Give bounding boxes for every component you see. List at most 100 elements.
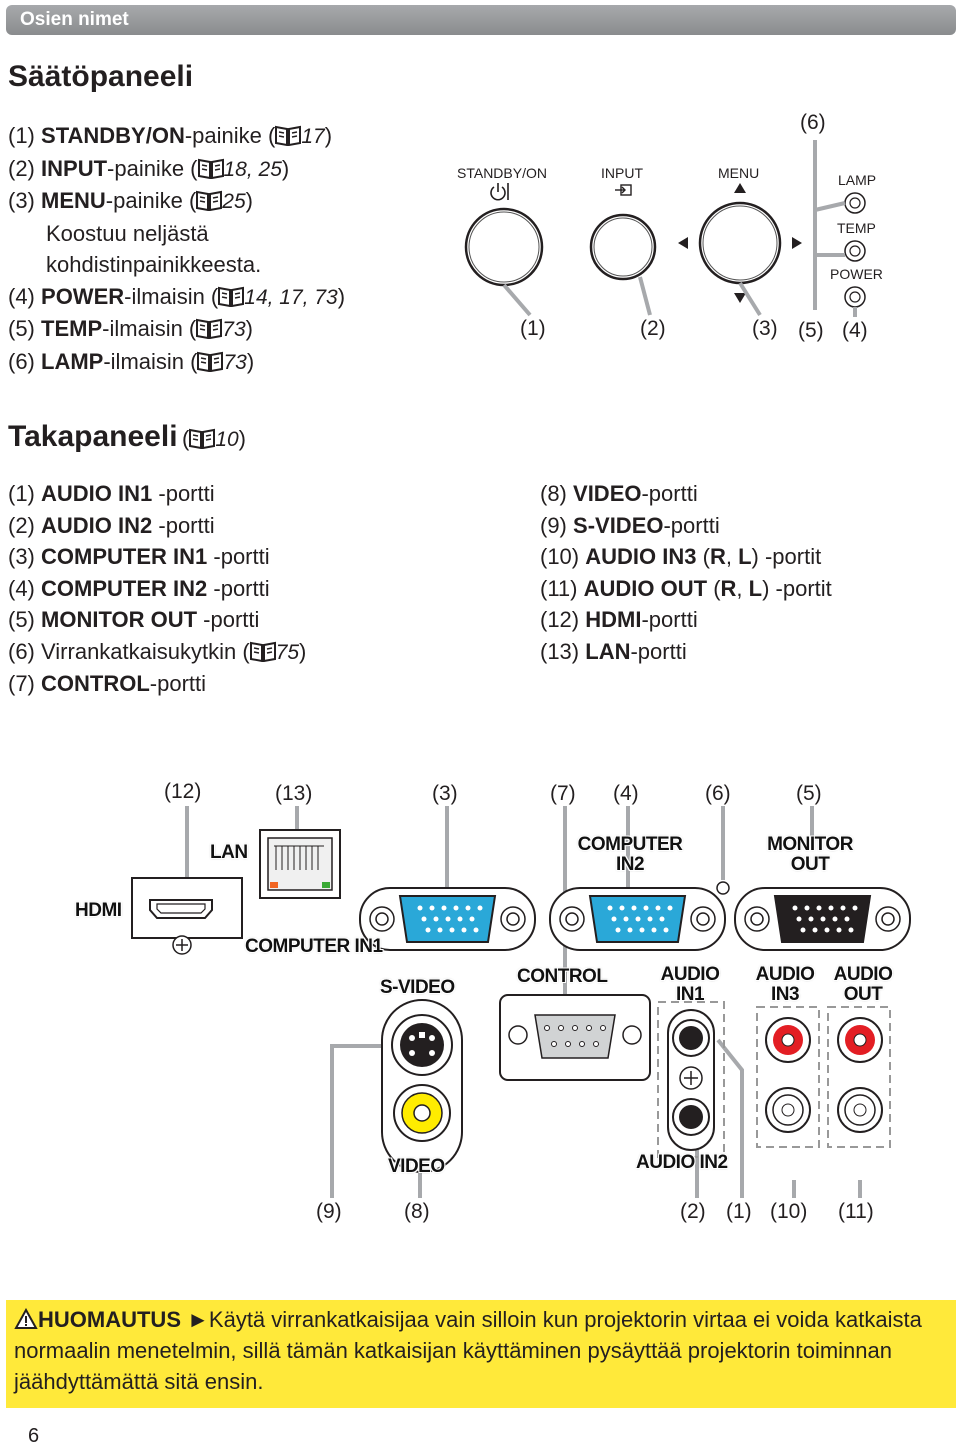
item-name: AUDIO OUT: [583, 575, 708, 601]
item-text: (: [696, 544, 710, 569]
item-close: ): [281, 155, 290, 181]
input-button: [589, 213, 657, 281]
item-page-ref: 73: [223, 350, 247, 374]
audio-screw-icon: [679, 1066, 703, 1090]
callout-5: (5): [798, 319, 824, 342]
item-name: L: [748, 575, 763, 601]
audio-out-l-port: [837, 1087, 883, 1133]
item-number: (3): [8, 188, 35, 213]
item-number: (10): [540, 544, 580, 569]
audio-in2-label: AUDIO IN2: [636, 1152, 728, 1173]
s-video-label: S-VIDEO: [380, 977, 455, 998]
manual-page-icon: [198, 157, 224, 179]
item-name: MONITOR OUT: [41, 607, 198, 632]
item-number: (5): [8, 316, 35, 341]
caution-text: Käytä virrankatkaisijaa vain silloin kun…: [14, 1307, 922, 1394]
manual-page-icon: [196, 317, 222, 339]
item-number: (4): [8, 283, 35, 309]
rear-panel-item: (7) CONTROL-portti: [8, 668, 306, 700]
control-panel-item: (4) POWER-ilmaisin (14, 17, 73): [8, 281, 345, 314]
item-number: (13): [540, 638, 580, 664]
rear-callout-6: (6): [705, 782, 731, 805]
video-label: VIDEO: [388, 1156, 445, 1177]
item-number: (12): [540, 607, 580, 632]
item-number: (5): [8, 607, 35, 632]
callout-1: (1): [520, 317, 546, 340]
item-name: INPUT: [41, 155, 108, 181]
video-port: [393, 1084, 451, 1142]
item-name: MENU: [41, 188, 106, 213]
manual-page-icon: [250, 640, 276, 662]
lan-led-orange: [270, 882, 278, 888]
item-text: kohdistinpainikkeesta.: [46, 252, 262, 277]
item-text: -painike (: [105, 188, 197, 213]
hdmi-screw-icon: [172, 935, 192, 955]
item-name: LAMP: [41, 348, 104, 374]
item-text: -portti: [197, 607, 260, 632]
vga-pins: [417, 905, 858, 933]
lamp-indicator: [844, 192, 866, 214]
item-name: STANDBY/ON: [41, 123, 185, 148]
audio-in3-l-port: [765, 1087, 811, 1133]
warning-triangle-icon: [14, 1307, 38, 1329]
hdmi-port-inner: [156, 903, 206, 914]
computer-in2-label: COMPUTER IN2: [577, 834, 683, 875]
hdmi-label: HDMI: [75, 900, 122, 921]
item-name: R: [720, 575, 737, 601]
item-text: -portti: [152, 512, 215, 538]
caution-text-block: HUOMAUTUS ►Käytä virrankatkaisijaa vain …: [14, 1304, 944, 1397]
item-text: -painike (: [184, 123, 276, 148]
rear-panel-item: (1) AUDIO IN1 -portti: [8, 478, 306, 510]
item-text: -portti: [663, 512, 720, 538]
item-name: POWER: [41, 283, 125, 309]
audio-in1-port: [672, 1019, 710, 1057]
item-number: (8): [540, 481, 567, 506]
item-number: (3): [8, 544, 35, 569]
cursor-down-icon: [734, 293, 746, 303]
lan-port-pins: [274, 845, 324, 870]
item-text: -portti: [152, 481, 215, 506]
item-close: ): [299, 638, 307, 664]
audio-in2-port: [672, 1098, 710, 1136]
power-indicator: [844, 286, 866, 308]
item-number: (1): [8, 123, 35, 148]
rear-panel-ref-close: ): [238, 426, 246, 451]
control-panel-item: (2) INPUT-painike (18, 25): [8, 153, 345, 186]
rear-callout-9: (9): [316, 1200, 342, 1223]
manual-page-icon: [196, 189, 222, 211]
control-panel-item: kohdistinpainikkeesta.: [8, 249, 345, 281]
control-label: CONTROL: [517, 966, 608, 987]
power-label: POWER: [830, 266, 883, 282]
rear-callout-3: (3): [432, 782, 458, 805]
rear-panel-item: (11) AUDIO OUT (R, L) -portit: [540, 573, 832, 605]
item-number: (4): [8, 575, 35, 601]
control-panel-item: (3) MENU-painike (25): [8, 185, 345, 218]
item-name: S-VIDEO: [573, 512, 664, 538]
input-label: INPUT: [601, 165, 643, 181]
item-close: ): [337, 283, 346, 309]
item-close: ): [246, 348, 255, 374]
item-name: AUDIO IN1: [41, 481, 153, 506]
rear-callout-4: (4): [613, 782, 639, 805]
rear-panel-title-row: Takapaneeli (10): [8, 420, 246, 454]
rear-callout-7: (7): [550, 782, 576, 805]
rear-panel-item: (5) MONITOR OUT -portti: [8, 604, 306, 636]
rear-callout-1: (1): [726, 1200, 752, 1223]
rear-callout-5: (5): [796, 782, 822, 805]
rear-callout-2: (2): [680, 1200, 706, 1223]
item-page-ref: 75: [275, 640, 300, 664]
item-text: -portti: [641, 607, 698, 632]
control-panel-item: (6) LAMP-ilmaisin (73): [8, 346, 345, 379]
item-name: AUDIO IN2: [41, 512, 153, 538]
item-name: COMPUTER IN2: [41, 575, 208, 601]
cursor-right-icon: [792, 237, 802, 249]
manual-page-icon: [275, 124, 301, 146]
item-name: L: [738, 544, 752, 569]
hdmi-port: [149, 899, 213, 919]
callout-3: (3): [752, 317, 778, 340]
rear-callout-12: (12): [164, 780, 202, 803]
item-number: (7): [8, 671, 35, 696]
rear-panel-item: (2) AUDIO IN2 -portti: [8, 510, 306, 542]
item-text: (: [707, 575, 721, 601]
rear-panel-ref-open: (: [181, 426, 190, 451]
